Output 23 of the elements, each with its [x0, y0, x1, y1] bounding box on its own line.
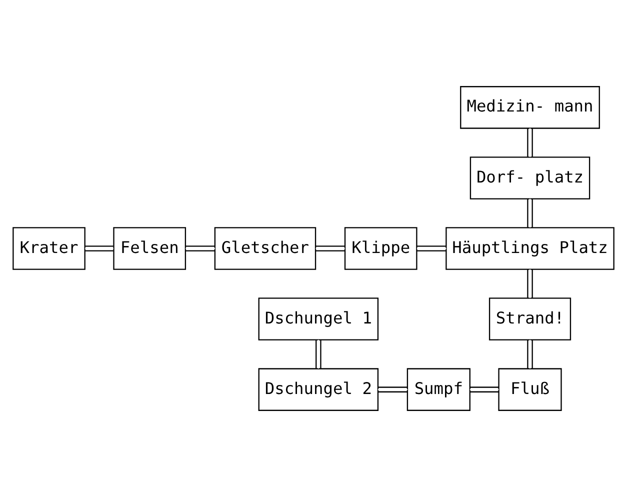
- connector: [85, 246, 114, 252]
- connector: [527, 340, 533, 368]
- node-box: Klippe: [344, 227, 418, 270]
- connector: [186, 246, 215, 252]
- node-box: Dorf- platz: [470, 156, 590, 200]
- connector: [470, 386, 499, 392]
- connector: [316, 340, 322, 368]
- node-box: Gletscher: [214, 227, 316, 270]
- node-box: Strand!: [488, 298, 572, 340]
- connector: [378, 386, 408, 392]
- node-box: Häuptlings Platz: [446, 227, 614, 270]
- connector: [527, 128, 533, 157]
- connector: [316, 246, 345, 252]
- node-box: Krater: [12, 227, 86, 270]
- node-box: Dschungel 1: [258, 298, 379, 340]
- node-box: Felsen: [113, 227, 186, 270]
- connector: [527, 198, 533, 228]
- connector: [416, 246, 446, 252]
- node-box: Medizin- mann: [460, 86, 600, 129]
- node-box: Fluß: [498, 368, 562, 411]
- node-box: Sumpf: [406, 368, 470, 411]
- node-box: Dschungel 2: [258, 368, 379, 411]
- connector: [527, 269, 533, 298]
